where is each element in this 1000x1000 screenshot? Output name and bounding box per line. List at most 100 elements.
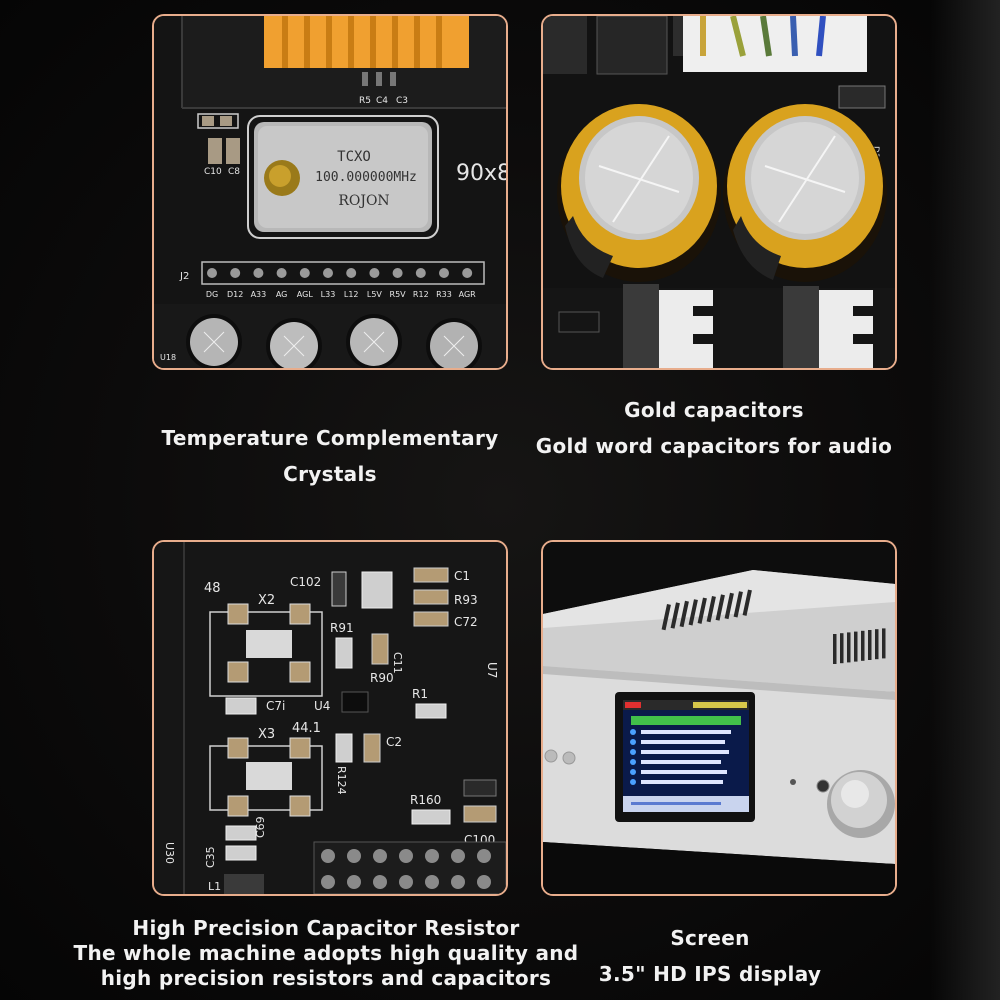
label-u30: U30 <box>163 842 176 864</box>
vent-slot <box>833 634 837 664</box>
tcxo-frequency: 100.000000MHz <box>315 170 417 185</box>
header-pin <box>369 268 380 278</box>
background-edge <box>930 0 1000 1000</box>
vent-slot <box>868 630 872 660</box>
header-pin <box>373 875 387 889</box>
wire-connector <box>683 16 867 72</box>
label-r160: R160 <box>410 793 441 807</box>
vent-slot <box>697 597 707 624</box>
resistor-board-illustration: 48 X2 C102 C1 R93 C72 R91 C11 R90 U7 C7i… <box>154 542 506 894</box>
pin-label: L33 <box>321 290 336 299</box>
pin-label: AGR <box>459 290 477 299</box>
caption-line: Gold word capacitors for audio <box>535 434 893 458</box>
device-illustration <box>543 542 895 894</box>
header-pin <box>347 849 361 863</box>
header-pin <box>323 268 333 278</box>
label-r1: R1 <box>412 687 428 701</box>
screen-caption: Screen 3.5" HD IPS display <box>540 920 880 992</box>
caption-line: Gold capacitors <box>624 398 804 422</box>
label-x3: X3 <box>258 727 275 742</box>
label-c4: C4 <box>376 96 388 106</box>
header-pin <box>230 268 241 278</box>
vent-slot <box>715 594 725 621</box>
label-c11: C11 <box>391 652 404 674</box>
header-pin <box>253 268 264 278</box>
caption-line: Screen <box>670 926 750 950</box>
vent-slot <box>661 604 671 631</box>
regulator-left <box>623 284 659 368</box>
label-44-1: 44.1 <box>292 721 321 736</box>
screen-photo-panel <box>541 540 897 896</box>
label-r91: R91 <box>330 621 354 635</box>
pin-label: A33 <box>251 290 267 299</box>
resistor-photo-panel: 48 X2 C102 C1 R93 C72 R91 C11 R90 U7 C7i… <box>152 540 508 896</box>
vent-slot <box>733 591 743 618</box>
crystal-photo-panel: R5 C4 C3 C10 C8 TCXO 100.000000MHz ROJON… <box>152 14 508 370</box>
vent-slot <box>861 630 865 661</box>
crystal-x2 <box>246 630 292 658</box>
caption-line: High Precision Capacitor Resistor <box>132 916 520 940</box>
label-size-mark: 90x8 <box>456 161 506 186</box>
pin-label: AG <box>276 290 288 299</box>
crystal-caption: Temperature Complementary Crystals <box>120 420 540 492</box>
header-pin <box>276 268 287 278</box>
pin-label: R5V <box>390 290 407 299</box>
vent-slot <box>875 629 879 660</box>
vent-slot <box>679 600 689 628</box>
heatsink <box>264 16 469 68</box>
caption-line: Temperature Complementary <box>161 426 499 450</box>
vent-slot <box>882 628 886 659</box>
pin-label: AGL <box>297 290 314 299</box>
header-pin <box>425 849 439 863</box>
pin-label: L12 <box>344 290 359 299</box>
header-pin <box>425 875 439 889</box>
vent-slot <box>670 602 680 629</box>
tcxo-brand: ROJON <box>338 193 389 209</box>
header-pin <box>373 849 387 863</box>
pin-label: R12 <box>413 290 429 299</box>
header-pin <box>392 268 403 278</box>
header-pin <box>451 875 465 889</box>
label-u18: U18 <box>160 353 176 362</box>
label-c69: C69 <box>254 816 267 838</box>
label-c3: C3 <box>396 96 408 106</box>
vent-slot <box>854 631 858 662</box>
label-u4: U4 <box>314 699 330 713</box>
label-c35: C35 <box>204 846 217 868</box>
gold-capacitor-left <box>557 104 721 282</box>
vent-slot <box>742 589 752 616</box>
label-c102: C102 <box>290 575 321 589</box>
pin-label: R33 <box>436 290 452 299</box>
label-r5: R5 <box>359 96 371 106</box>
header-pin <box>299 268 310 278</box>
label-r90: R90 <box>370 671 394 685</box>
label-c7i: C7i <box>266 699 285 713</box>
header-pin <box>415 268 426 278</box>
label-c72: C72 <box>454 615 478 629</box>
header-pin <box>439 268 449 278</box>
label-c1: C1 <box>454 569 470 583</box>
label-x2: X2 <box>258 593 275 608</box>
resistor-caption: High Precision Capacitor Resistor The wh… <box>70 916 582 991</box>
header-pin <box>207 268 217 278</box>
label-c8: C8 <box>228 167 240 177</box>
header-pin <box>321 875 335 889</box>
capacitor-board-illustration: D13 <box>543 16 895 368</box>
header-pin <box>321 849 335 863</box>
caption-line: high precision resistors and capacitors <box>100 966 552 990</box>
electrolytic-capacitor-row <box>186 314 482 368</box>
label-c2: C2 <box>386 735 402 749</box>
label-c10: C10 <box>204 167 222 177</box>
header-pin <box>346 268 357 278</box>
caption-line: The whole machine adopts high quality an… <box>73 941 579 965</box>
pin-label: L5V <box>367 290 383 299</box>
regulator-right <box>783 286 819 368</box>
pin-label: DG <box>206 290 218 299</box>
vent-slot <box>724 592 734 620</box>
header-pin <box>347 875 361 889</box>
crystal-x3 <box>246 762 292 790</box>
tcxo-label: TCXO <box>337 149 371 165</box>
label-j2: J2 <box>179 271 189 282</box>
vent-slot <box>706 596 716 623</box>
pin-header-j2 <box>201 261 485 285</box>
